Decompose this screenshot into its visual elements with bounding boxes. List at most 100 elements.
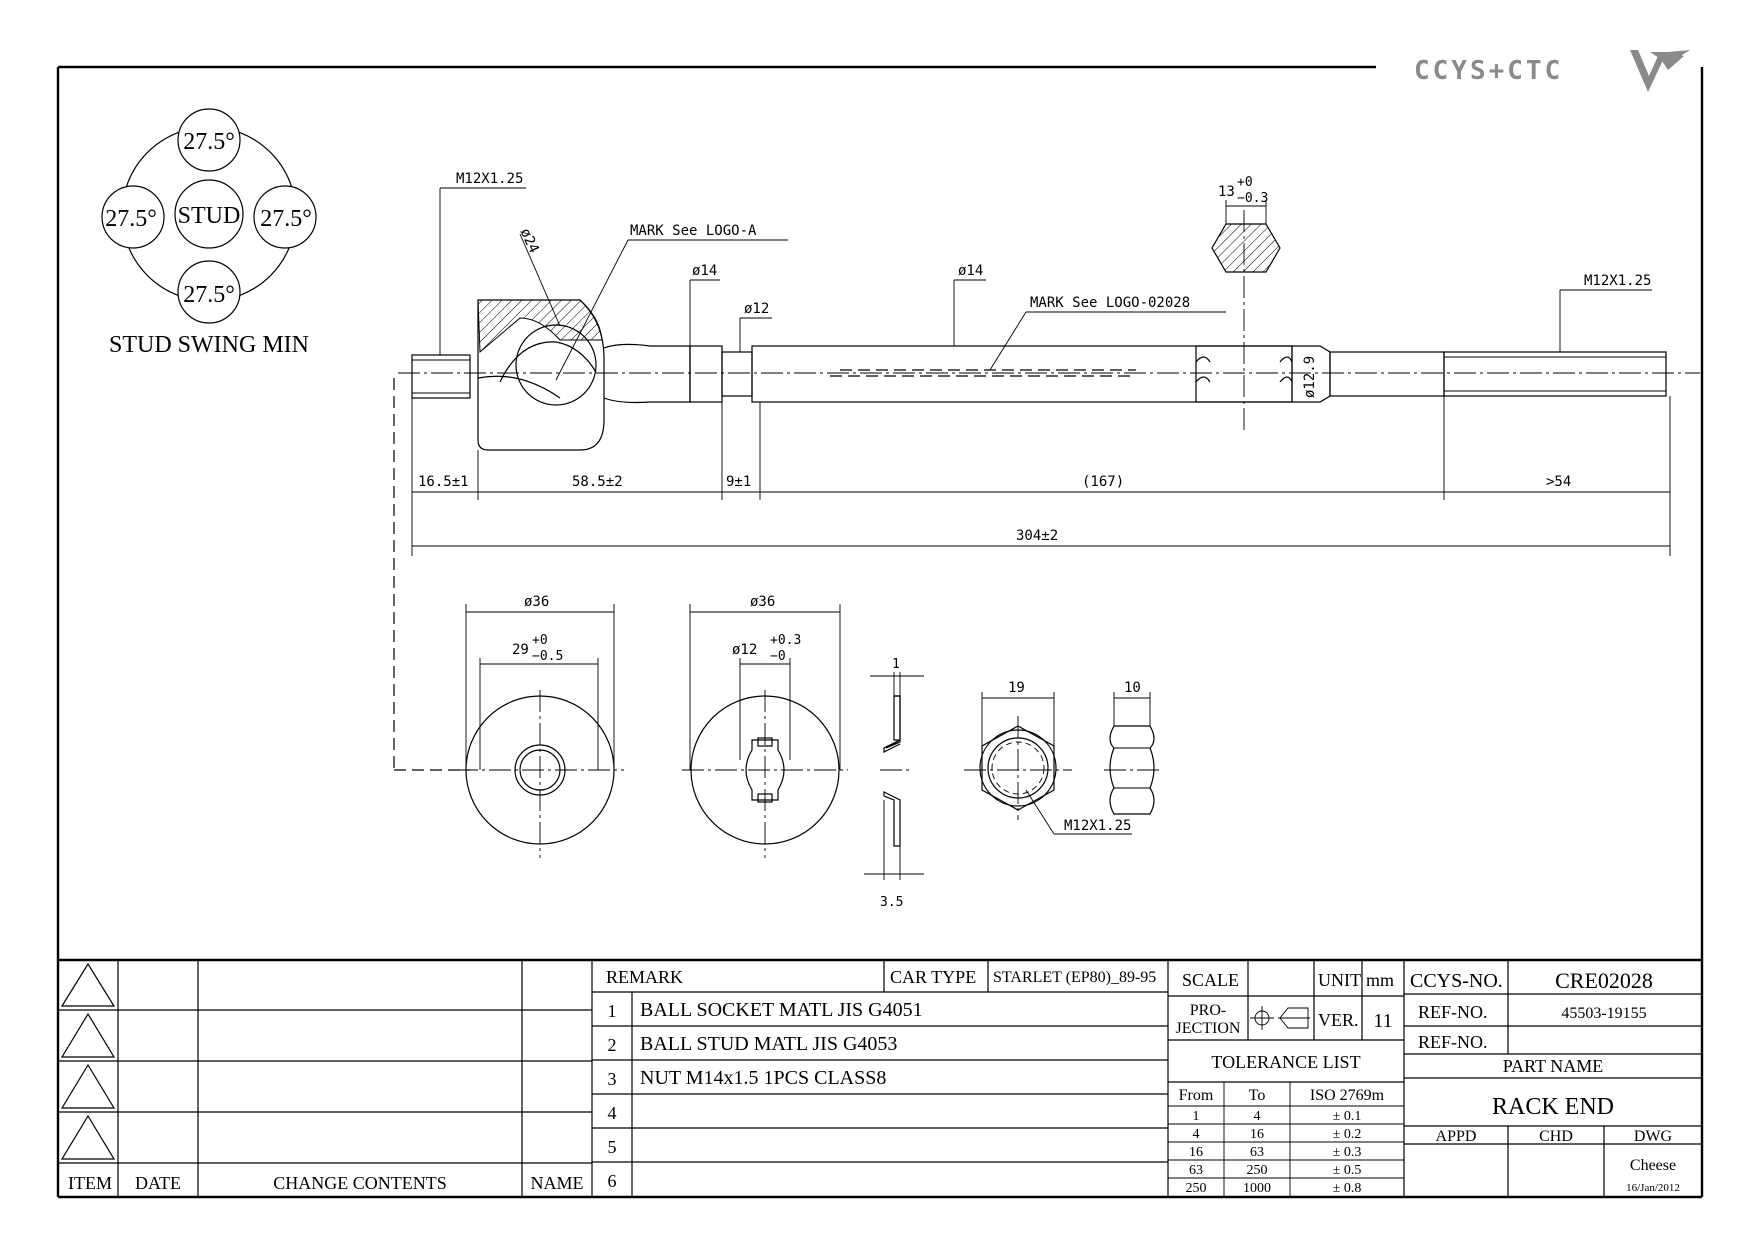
projection-label-2: JECTION <box>1176 1020 1241 1037</box>
remark-no: 1 <box>608 1001 617 1021</box>
lockplate-outer-dia: ø36 <box>750 594 775 610</box>
washer-outer-dia: ø36 <box>524 594 549 610</box>
lockplate-view: ø36 ø12 +0.3 −0 <box>682 594 848 858</box>
nut-view: 19 M12X1.25 10 <box>964 680 1162 835</box>
change-header-item: ITEM <box>68 1173 112 1193</box>
tolerance-cell: ± 0.3 <box>1333 1145 1362 1160</box>
dwg-date: 16/Jan/2012 <box>1626 1182 1680 1194</box>
swing-angle-bottom: 27.5° <box>183 282 235 308</box>
tolerance-cell: 63 <box>1250 1145 1264 1160</box>
tolerance-cell: 250 <box>1247 1163 1268 1178</box>
dwg-label: DWG <box>1634 1128 1673 1145</box>
revision-triangle-icon <box>60 1114 116 1160</box>
hex-tol-upper: +0 <box>1237 175 1253 190</box>
change-header-date: DATE <box>135 1173 181 1193</box>
swing-angle-right: 27.5° <box>260 206 312 232</box>
tolerance-cell: ± 0.2 <box>1333 1127 1362 1142</box>
remark-text: BALL SOCKET MATL JIS G4051 <box>640 999 923 1021</box>
rack-end-side-view: 13 +0 −0.3 M12X1.25 ø24 MARK See LOGO-A … <box>393 171 1700 771</box>
chd-label: CHD <box>1539 1128 1573 1145</box>
projection-symbol-icon <box>1250 1006 1310 1030</box>
tolerance-cell: 4 <box>1254 1109 1261 1124</box>
title-block: SCALE UNIT mm PRO- JECTION VER. 11 TOLER… <box>58 958 1702 1197</box>
hex-tol-lower: −0.3 <box>1237 191 1268 206</box>
profile-view: 1 3.5 <box>864 657 924 910</box>
dim-total: 304±2 <box>1016 528 1058 544</box>
revision-triangle-icon <box>60 1012 116 1058</box>
unit-label: UNIT <box>1318 970 1361 990</box>
profile-thickness-top: 1 <box>892 657 900 672</box>
part-name-label: PART NAME <box>1503 1056 1603 1076</box>
dia-12-label: ø12 <box>744 301 769 317</box>
remark-no: 6 <box>608 1171 617 1191</box>
change-record-table: ITEM DATE CHANGE CONTENTS NAME <box>58 959 593 1197</box>
dim-58-5: 58.5±2 <box>572 474 623 490</box>
ccys-no-label: CCYS-NO. <box>1410 970 1503 992</box>
thread-right-label: M12X1.25 <box>1584 273 1651 289</box>
mark-a-label: MARK See LOGO-A <box>630 223 757 239</box>
brand-logo: CCYS+CTC <box>1414 50 1690 92</box>
dim-16-5: 16.5±1 <box>418 474 469 490</box>
part-name-value: RACK END <box>1492 1094 1614 1120</box>
dia-14a-label: ø14 <box>692 263 717 279</box>
lockplate-hole-label: ø12 <box>732 642 757 658</box>
mark-b-label: MARK See LOGO-02028 <box>1030 295 1190 311</box>
remark-no: 4 <box>608 1103 617 1123</box>
nut-across-flats: 19 <box>1008 680 1025 696</box>
sheet-border <box>56 65 1704 1199</box>
remark-table: REMARK CAR TYPE STARLET (EP80)_89-95 1 B… <box>592 960 1169 1197</box>
tolerance-header-iso: ISO 2769m <box>1310 1087 1385 1104</box>
tolerance-title: TOLERANCE LIST <box>1211 1052 1360 1072</box>
tolerance-cell: 1000 <box>1243 1181 1271 1196</box>
dim-9: 9±1 <box>726 474 751 490</box>
washer-inner-tol-lower: −0.5 <box>532 649 563 664</box>
remark-no: 5 <box>608 1137 617 1157</box>
nut-thread-label: M12X1.25 <box>1064 818 1131 834</box>
swing-angle-left: 27.5° <box>105 206 157 232</box>
hex-size-label: 13 <box>1218 184 1235 200</box>
tolerance-cell: 16 <box>1250 1127 1264 1142</box>
profile-thickness-bottom: 3.5 <box>880 895 903 910</box>
dia-14b-label: ø14 <box>958 263 983 279</box>
tolerance-cell: ± 0.5 <box>1333 1163 1362 1178</box>
car-type-label: CAR TYPE <box>890 967 976 987</box>
washer-inner-tol-upper: +0 <box>532 633 548 648</box>
remark-label: REMARK <box>606 967 683 987</box>
projection-label-1: PRO- <box>1190 1002 1226 1019</box>
ver-value: 11 <box>1373 1010 1392 1032</box>
ccys-no-value: CRE02028 <box>1555 968 1653 993</box>
appd-label: APPD <box>1436 1128 1477 1145</box>
tolerance-cell: 63 <box>1189 1163 1203 1178</box>
remark-text: BALL STUD MATL JIS G4053 <box>640 1033 897 1055</box>
washer-view: ø36 29 +0 −0.5 <box>456 594 624 858</box>
ver-label: VER. <box>1318 1010 1359 1030</box>
tolerance-cell: 1 <box>1193 1109 1200 1124</box>
swing-center-label: STUD <box>178 203 241 229</box>
change-header-name: NAME <box>531 1173 584 1193</box>
remark-text: NUT M14x1.5 1PCS CLASS8 <box>640 1067 886 1089</box>
main-shaft <box>751 345 1293 403</box>
brand-emblem-icon <box>1630 50 1690 92</box>
ref-no-label-2: REF-NO. <box>1418 1032 1488 1052</box>
tolerance-cell: 4 <box>1193 1127 1200 1142</box>
lockplate-hole-tol-lower: −0 <box>770 649 786 664</box>
revision-triangle-icon <box>60 962 116 1007</box>
ref-no-label-1: REF-NO. <box>1418 1002 1488 1022</box>
car-type-value: STARLET (EP80)_89-95 <box>993 969 1156 986</box>
hex-section: 13 +0 −0.3 <box>1211 175 1281 430</box>
dim-167: (167) <box>1082 474 1124 490</box>
unit-value: mm <box>1366 970 1394 990</box>
tolerance-cell: ± 0.8 <box>1333 1181 1362 1196</box>
dim-54: >54 <box>1546 474 1571 490</box>
nut-thickness: 10 <box>1124 680 1141 696</box>
dia-12-9-label: ø12.9 <box>1302 356 1318 398</box>
revision-triangle-icon <box>60 1063 116 1109</box>
remark-no: 2 <box>608 1035 617 1055</box>
thread-left-label: M12X1.25 <box>456 171 523 187</box>
scale-label: SCALE <box>1182 970 1239 990</box>
change-header-contents: CHANGE CONTENTS <box>273 1173 447 1193</box>
swing-angle-top: 27.5° <box>183 129 235 155</box>
right-thread <box>1443 351 1667 397</box>
tolerance-header-from: From <box>1179 1087 1214 1104</box>
